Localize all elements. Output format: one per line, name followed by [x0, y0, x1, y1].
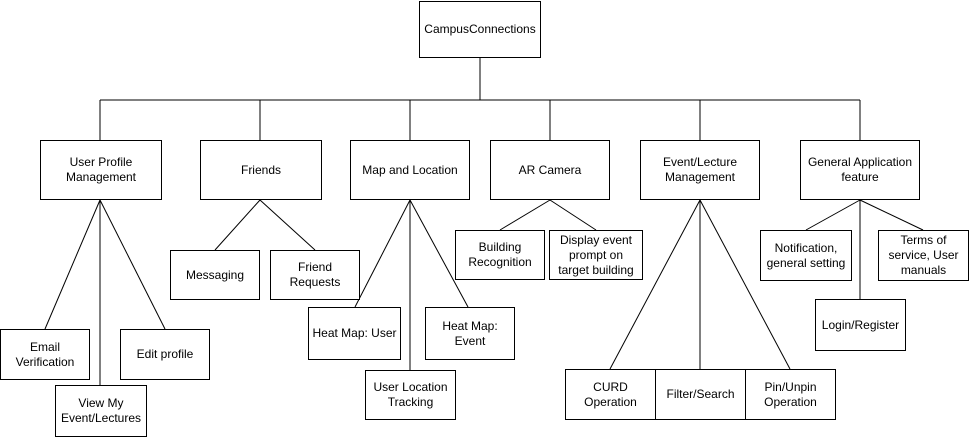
node-heat-map-user: Heat Map: User: [308, 307, 401, 360]
node-user-location-tracking: User Location Tracking: [365, 370, 456, 420]
node-notification-general-setting: Notification, general setting: [760, 230, 852, 281]
node-heat-map-event: Heat Map: Event: [425, 307, 515, 360]
connector-line: [549, 199, 597, 231]
node-building-recognition: Building Recognition: [455, 230, 545, 280]
connector-line: [214, 199, 261, 251]
connector-line: [609, 199, 701, 370]
node-friend-requests: Friend Requests: [270, 250, 360, 300]
node-campus-connections: CampusConnections: [419, 1, 541, 58]
node-filter-search: Filter/Search: [655, 369, 746, 420]
connector-line: [44, 199, 101, 330]
connector-line: [499, 199, 551, 231]
node-ar-camera: AR Camera: [490, 140, 610, 200]
node-map-and-location: Map and Location: [350, 140, 470, 200]
node-user-profile-management: User Profile Management: [40, 140, 162, 200]
node-general-application-feature: General Application feature: [800, 140, 920, 200]
connector-line: [259, 199, 316, 251]
node-login-register: Login/Register: [815, 299, 906, 351]
node-edit-profile: Edit profile: [120, 329, 210, 380]
node-curd-operation: CURD Operation: [565, 369, 656, 420]
connector-line: [805, 199, 861, 231]
node-event-lecture-management: Event/Lecture Management: [640, 140, 760, 200]
node-friends: Friends: [200, 140, 322, 200]
connector-line: [859, 199, 924, 231]
connector-line: [699, 199, 791, 370]
connector-line: [99, 199, 166, 330]
node-view-my-event-lectures: View My Event/Lectures: [55, 385, 147, 437]
node-terms-of-service: Terms of service, User manuals: [878, 230, 969, 281]
node-email-verification: Email Verification: [0, 329, 90, 380]
connector-line: [354, 199, 411, 308]
node-messaging: Messaging: [170, 250, 260, 300]
connector-line: [409, 199, 469, 308]
node-display-event-prompt: Display event prompt on target building: [549, 230, 643, 280]
node-pin-unpin-operation: Pin/Unpin Operation: [745, 369, 836, 420]
